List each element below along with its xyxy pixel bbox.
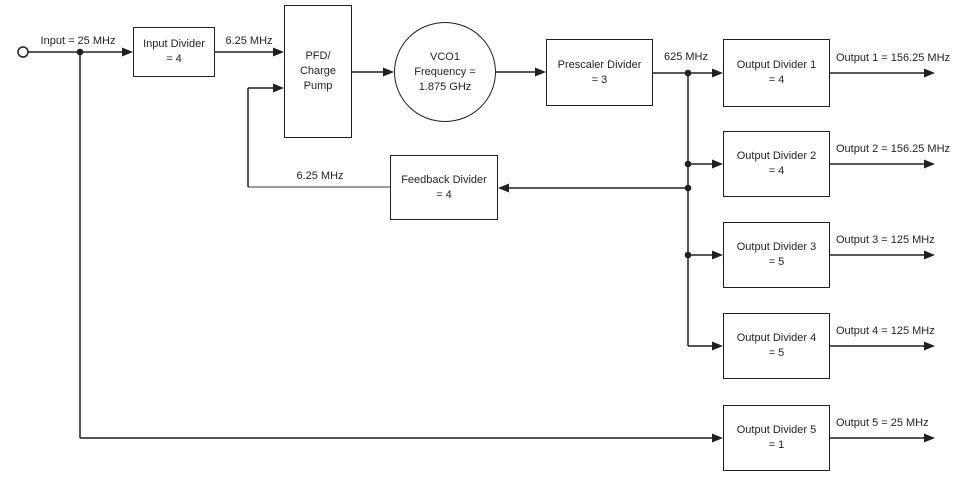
pfd-charge-pump-block: PFD/ Charge Pump — [284, 5, 352, 138]
prescaler-output-label: 625 MHz — [663, 51, 709, 63]
vco1-block: VCO1 Frequency = 1.875 GHz — [394, 22, 496, 122]
output-divider-4-block: Output Divider 4 = 5 — [723, 313, 830, 379]
arrowhead — [712, 433, 723, 443]
junction-dot — [684, 251, 692, 259]
feedback-frequency-label: 6.25 MHz — [296, 170, 344, 182]
feedback-divider-block: Feedback Divider = 4 — [390, 155, 498, 220]
output-divider-2-block: Output Divider 2 = 4 — [723, 131, 830, 197]
input-divider-output-label: 6.25 MHz — [225, 35, 273, 47]
arrowhead — [924, 68, 935, 78]
output-1-label: Output 1 = 156.25 MHz — [836, 52, 951, 64]
arrowhead — [712, 341, 723, 351]
input-terminal-icon — [17, 46, 29, 58]
junction-dot — [684, 184, 692, 192]
arrowhead — [122, 47, 133, 57]
input-frequency-label: Input = 25 MHz — [40, 35, 116, 47]
arrowheads-and-dots — [76, 47, 935, 443]
output-5-label: Output 5 = 25 MHz — [836, 417, 929, 429]
wires-group — [17, 46, 926, 439]
arrowhead — [924, 250, 935, 260]
arrowhead — [273, 47, 284, 57]
input-divider-block: Input Divider = 4 — [133, 27, 215, 77]
arrowhead — [712, 250, 723, 260]
output-divider-5-block: Output Divider 5 = 1 — [723, 405, 830, 471]
arrowhead — [498, 183, 509, 193]
junction-dot — [684, 69, 692, 77]
arrowhead — [924, 433, 935, 443]
arrowhead — [273, 83, 284, 93]
arrowhead — [383, 67, 394, 77]
junction-dot — [76, 48, 84, 56]
output-3-label: Output 3 = 125 MHz — [836, 234, 935, 246]
arrowhead — [712, 68, 723, 78]
arrowhead — [924, 159, 935, 169]
junction-dot — [684, 160, 692, 168]
output-divider-3-block: Output Divider 3 = 5 — [723, 222, 830, 288]
output-2-label: Output 2 = 156.25 MHz — [836, 143, 951, 155]
prescaler-divider-block: Prescaler Divider = 3 — [546, 39, 653, 106]
output-4-label: Output 4 = 125 MHz — [836, 325, 935, 337]
output-divider-1-block: Output Divider 1 = 4 — [723, 39, 830, 107]
arrowhead — [712, 159, 723, 169]
arrowhead — [924, 341, 935, 351]
arrowhead — [535, 67, 546, 77]
